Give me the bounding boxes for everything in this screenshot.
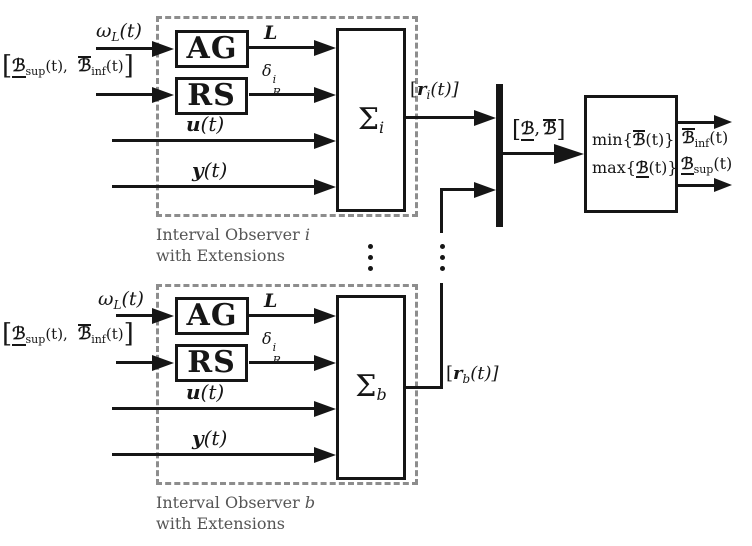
minmax-block: min{ℬ(t)} max{ℬ(t)}	[584, 95, 678, 213]
observer-i-caption: Interval Observer i with Extensions	[156, 224, 310, 266]
minmax-min-line: min{ℬ(t)}	[592, 129, 675, 149]
residual-label-i: [ri(t)]	[410, 79, 459, 102]
residual-connector-upper-b	[440, 188, 443, 233]
merge-interval-label: [ℬ,ℬ]	[512, 117, 566, 143]
vertical-ellipsis-left-dot	[368, 255, 373, 260]
omega-label-i: ωL(t)	[96, 20, 142, 44]
gain-arrow-i	[249, 46, 316, 49]
residual-connector-lower-b	[440, 283, 443, 389]
u-label-b: u(t)	[186, 380, 225, 404]
omega-arrowhead-b	[152, 308, 174, 324]
y-label-b: y(t)	[192, 426, 228, 450]
residual-arrow-i	[404, 116, 476, 119]
y-arrowhead-i	[314, 179, 336, 195]
delta-arrow-b	[249, 361, 316, 364]
y-arrow-i	[112, 185, 316, 188]
residual-arrowhead-i	[474, 110, 496, 126]
u-arrowhead-i	[314, 133, 336, 149]
y-label-i: y(t)	[192, 158, 228, 182]
sigma-block-b: Σb	[336, 295, 406, 480]
sigma-b-label: Σb	[355, 369, 387, 404]
gain-arrow-b	[249, 314, 316, 317]
gain-arrowhead-i	[314, 40, 336, 56]
u-arrow-b	[112, 407, 316, 410]
omega-arrow-i	[96, 47, 154, 50]
gain-label-b: L	[264, 290, 278, 312]
observer-b-caption-line2: with Extensions	[156, 514, 286, 533]
vertical-ellipsis-left-dot	[368, 244, 373, 249]
omega-arrow-b	[116, 314, 154, 317]
sigma-block-i: Σi	[336, 28, 406, 212]
observer-i-caption-line2: with Extensions	[156, 246, 286, 265]
observer-i-caption-line1: Interval Observer i	[156, 225, 311, 244]
interval-input-arrow-b	[116, 361, 154, 364]
rs-block-b-label: RS	[187, 345, 236, 380]
y-arrowhead-b	[314, 447, 336, 463]
ag-block-b: AG	[175, 297, 249, 335]
ag-block-i: AG	[175, 30, 249, 68]
output-label-bsup: ℬsup(t)	[681, 154, 733, 176]
delta-arrow-i	[249, 93, 316, 96]
ag-block-i-label: AG	[186, 31, 238, 66]
y-arrow-b	[112, 453, 316, 456]
interval-input-arrow-i	[96, 93, 154, 96]
output-arrow-top	[676, 121, 716, 124]
merge-bar	[496, 84, 503, 227]
observer-b-caption: Interval Observer b with Extensions	[156, 492, 315, 534]
omega-label-b: ωL(t)	[98, 288, 144, 312]
output-arrowhead-top	[714, 115, 732, 129]
vertical-ellipsis-right-dot	[440, 244, 445, 249]
observer-b-caption-line1: Interval Observer b	[156, 493, 316, 512]
merge-output-arrow	[503, 152, 557, 155]
merge-output-arrowhead	[554, 144, 584, 164]
sigma-i-label: Σi	[357, 101, 385, 137]
output-arrowhead-bottom	[714, 178, 732, 192]
rs-block-b: RS	[175, 344, 248, 382]
omega-arrowhead-i	[152, 41, 174, 57]
interval-input-arrowhead-b	[152, 355, 174, 371]
observer-b-boundary	[156, 284, 418, 485]
output-arrow-bottom	[676, 184, 716, 187]
gain-label-i: L	[264, 22, 278, 44]
gain-arrowhead-b	[314, 308, 336, 324]
ag-block-b-label: AG	[186, 298, 238, 333]
residual-label-b: [rb(t)]	[446, 363, 499, 386]
u-label-i: u(t)	[186, 112, 225, 136]
residual-arrow-b	[404, 386, 443, 389]
residual-arrowhead-b	[474, 182, 496, 198]
u-arrowhead-b	[314, 401, 336, 417]
delta-arrowhead-i	[314, 87, 336, 103]
interval-input-label-i: [ℬsup(t),ℬinf(t)]	[2, 51, 134, 81]
u-arrow-i	[112, 139, 316, 142]
rs-block-i-label: RS	[187, 78, 236, 113]
rs-block-i: RS	[175, 77, 248, 115]
output-label-binf: ℬinf(t)	[682, 128, 729, 150]
interval-input-arrowhead-i	[152, 87, 174, 103]
vertical-ellipsis-left-dot	[368, 266, 373, 271]
residual-connector-horizontal-b	[440, 188, 476, 191]
interval-input-label-b: [ℬsup(t),ℬinf(t)]	[2, 319, 134, 349]
vertical-ellipsis-right-dot	[440, 266, 445, 271]
delta-arrowhead-b	[314, 355, 336, 371]
minmax-max-line: max{ℬ(t)}	[592, 157, 678, 179]
vertical-ellipsis-right-dot	[440, 255, 445, 260]
